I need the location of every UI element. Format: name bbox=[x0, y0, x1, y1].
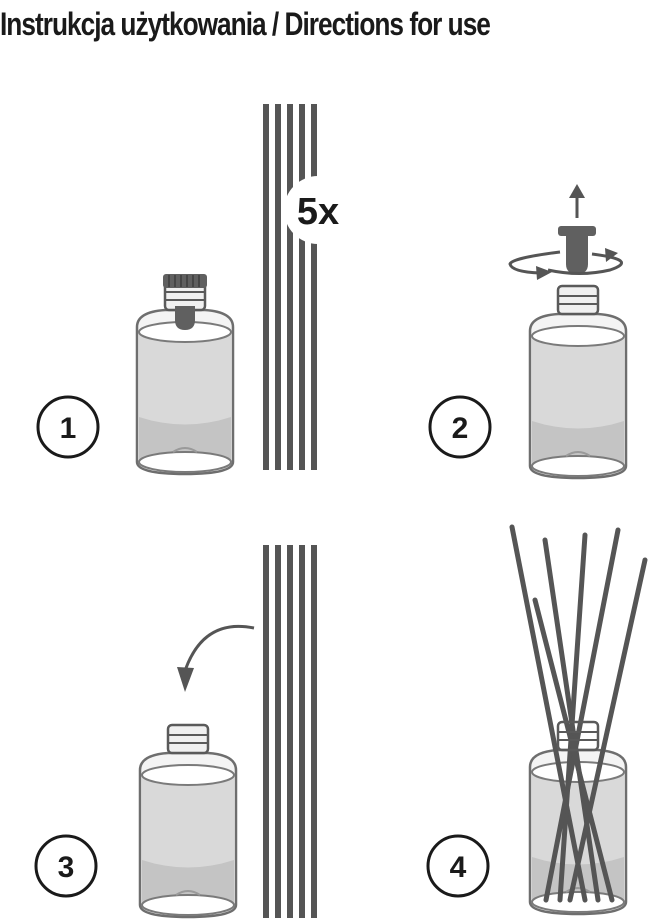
reed-bundle-bottom bbox=[263, 545, 317, 918]
page-title: Instrukcja użytkowania / Directions for … bbox=[0, 6, 491, 42]
step-4-number: 4 bbox=[450, 851, 467, 884]
step-2-bottle-open bbox=[528, 284, 628, 480]
plug-removed bbox=[558, 226, 596, 274]
step-3-badge: 3 bbox=[34, 834, 98, 898]
step-3-bottle-open bbox=[138, 723, 238, 919]
reed-count-label: 5x bbox=[297, 191, 339, 233]
step-1-bottle-closed bbox=[135, 274, 235, 476]
step-2-number: 2 bbox=[452, 412, 469, 445]
step-3-number: 3 bbox=[58, 851, 75, 884]
step-2-badge: 2 bbox=[428, 395, 492, 459]
arrow-insert-icon bbox=[177, 624, 255, 692]
arrow-up-icon bbox=[569, 184, 585, 218]
reed-bundle-top bbox=[263, 104, 317, 470]
reed-count-badge: 5x bbox=[284, 176, 352, 244]
step-1-badge: 1 bbox=[36, 395, 100, 459]
step-4-neck bbox=[556, 720, 600, 752]
rotate-icon bbox=[508, 250, 624, 275]
step-1-number: 1 bbox=[60, 412, 77, 445]
step-4-badge: 4 bbox=[426, 834, 490, 898]
